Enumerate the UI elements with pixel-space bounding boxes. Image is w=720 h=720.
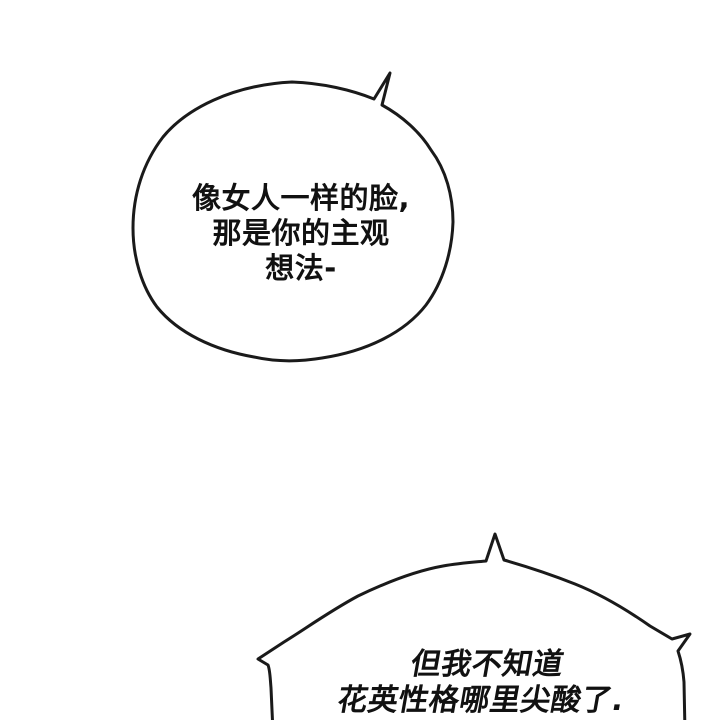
speech-bubble-top bbox=[131, 71, 455, 363]
speech-bubble-bottom bbox=[256, 532, 692, 720]
speech-bubble-bottom-text: 但我不知道 花英性格哪里尖酸了. bbox=[334, 647, 633, 719]
bubble-line: 花英性格哪里尖酸了. bbox=[334, 683, 628, 718]
speech-bubble-bottom-outline bbox=[256, 532, 692, 720]
speech-bubble-top-outline bbox=[131, 71, 455, 363]
bubble-line: 像女人一样的脸, bbox=[191, 181, 411, 215]
bubble-line: 那是你的主观 bbox=[212, 216, 390, 250]
speech-bubble-top-text: 像女人一样的脸, 那是你的主观 想法- bbox=[192, 181, 410, 286]
bubble-line: 想法- bbox=[265, 251, 337, 285]
bubble-line: 但我不知道 bbox=[407, 647, 567, 682]
